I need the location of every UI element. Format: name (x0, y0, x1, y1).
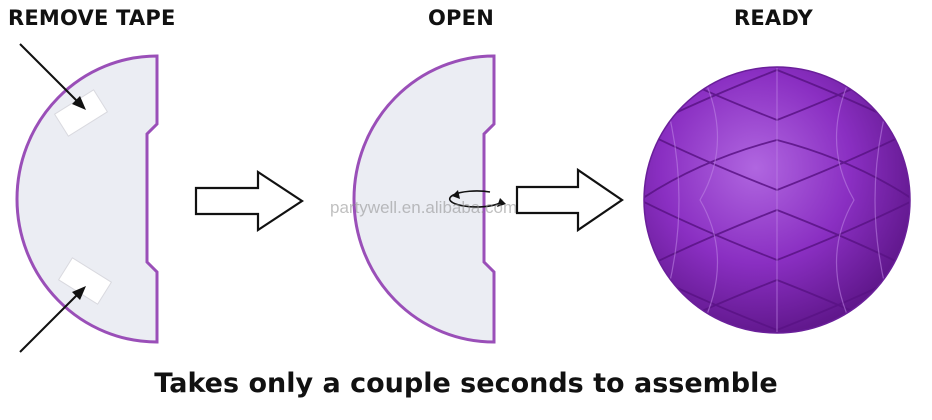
honeycomb-ball (643, 66, 911, 334)
step-label-ready: READY (734, 6, 813, 30)
watermark: partywell.en.alibaba.com (330, 198, 518, 217)
next-arrow-icon (194, 169, 304, 233)
half-disc-open (352, 54, 506, 344)
pointer-arrow-icon (19, 43, 86, 110)
caption: Takes only a couple seconds to assemble (154, 368, 778, 399)
step-label-remove-tape: REMOVE TAPE (8, 6, 176, 30)
pointer-arrow-icon (19, 286, 86, 353)
step-label-open: OPEN (428, 6, 494, 30)
next-arrow-icon (515, 167, 624, 233)
half-disc-closed (15, 54, 159, 344)
rotate-arrow-icon (448, 190, 506, 208)
